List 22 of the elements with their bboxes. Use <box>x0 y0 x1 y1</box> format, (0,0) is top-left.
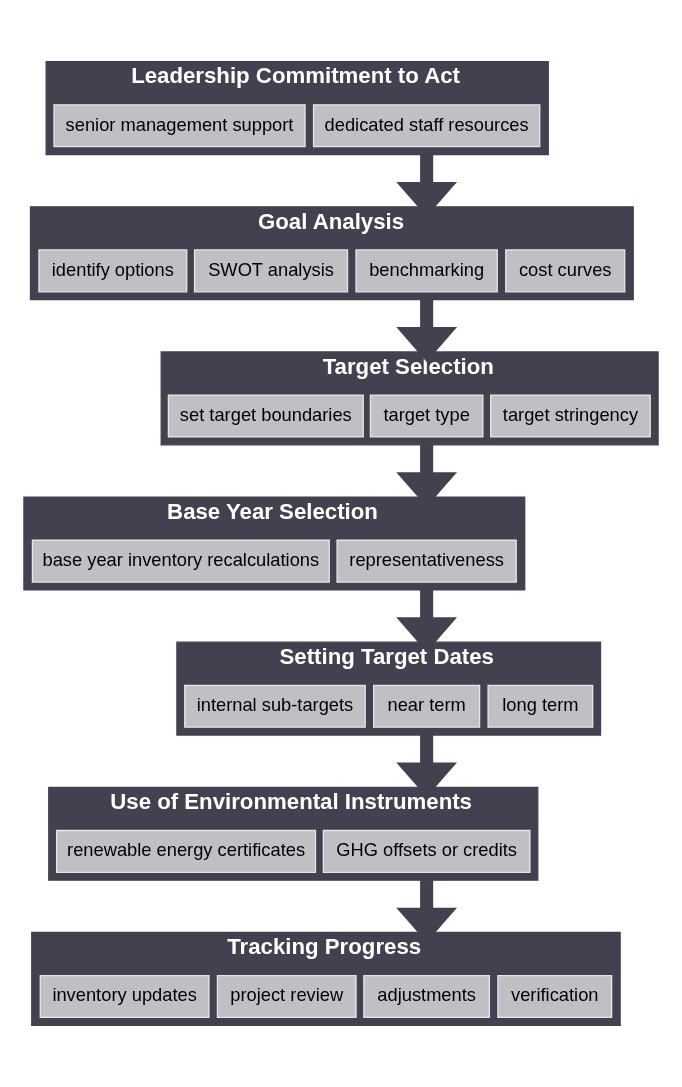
node-box: target type <box>369 394 484 438</box>
node-box: verification <box>497 974 613 1019</box>
node-box: base year inventory recalculations <box>31 539 330 583</box>
node-box: adjustments <box>363 974 491 1019</box>
node-box: dedicated staff resources <box>312 104 541 148</box>
node-box: set target boundaries <box>167 394 364 438</box>
node-box: near term <box>373 684 481 728</box>
node-box: target stringency <box>490 394 651 438</box>
node-box: internal sub-targets <box>184 684 366 728</box>
node-box: SWOT analysis <box>193 249 349 293</box>
node-box: inventory updates <box>39 974 210 1019</box>
node-box: senior management support <box>53 104 306 148</box>
arrow <box>396 589 458 653</box>
node-box: representativeness <box>336 539 517 583</box>
node-box: project review <box>216 974 357 1019</box>
node-box: cost curves <box>505 249 626 293</box>
node-box: long term <box>487 684 594 728</box>
node-box: benchmarking <box>355 249 498 293</box>
node-box: identify options <box>38 249 188 293</box>
node-box: GHG offsets or credits <box>322 829 531 873</box>
node-box: renewable energy certificates <box>55 829 317 873</box>
arrow <box>396 299 458 362</box>
